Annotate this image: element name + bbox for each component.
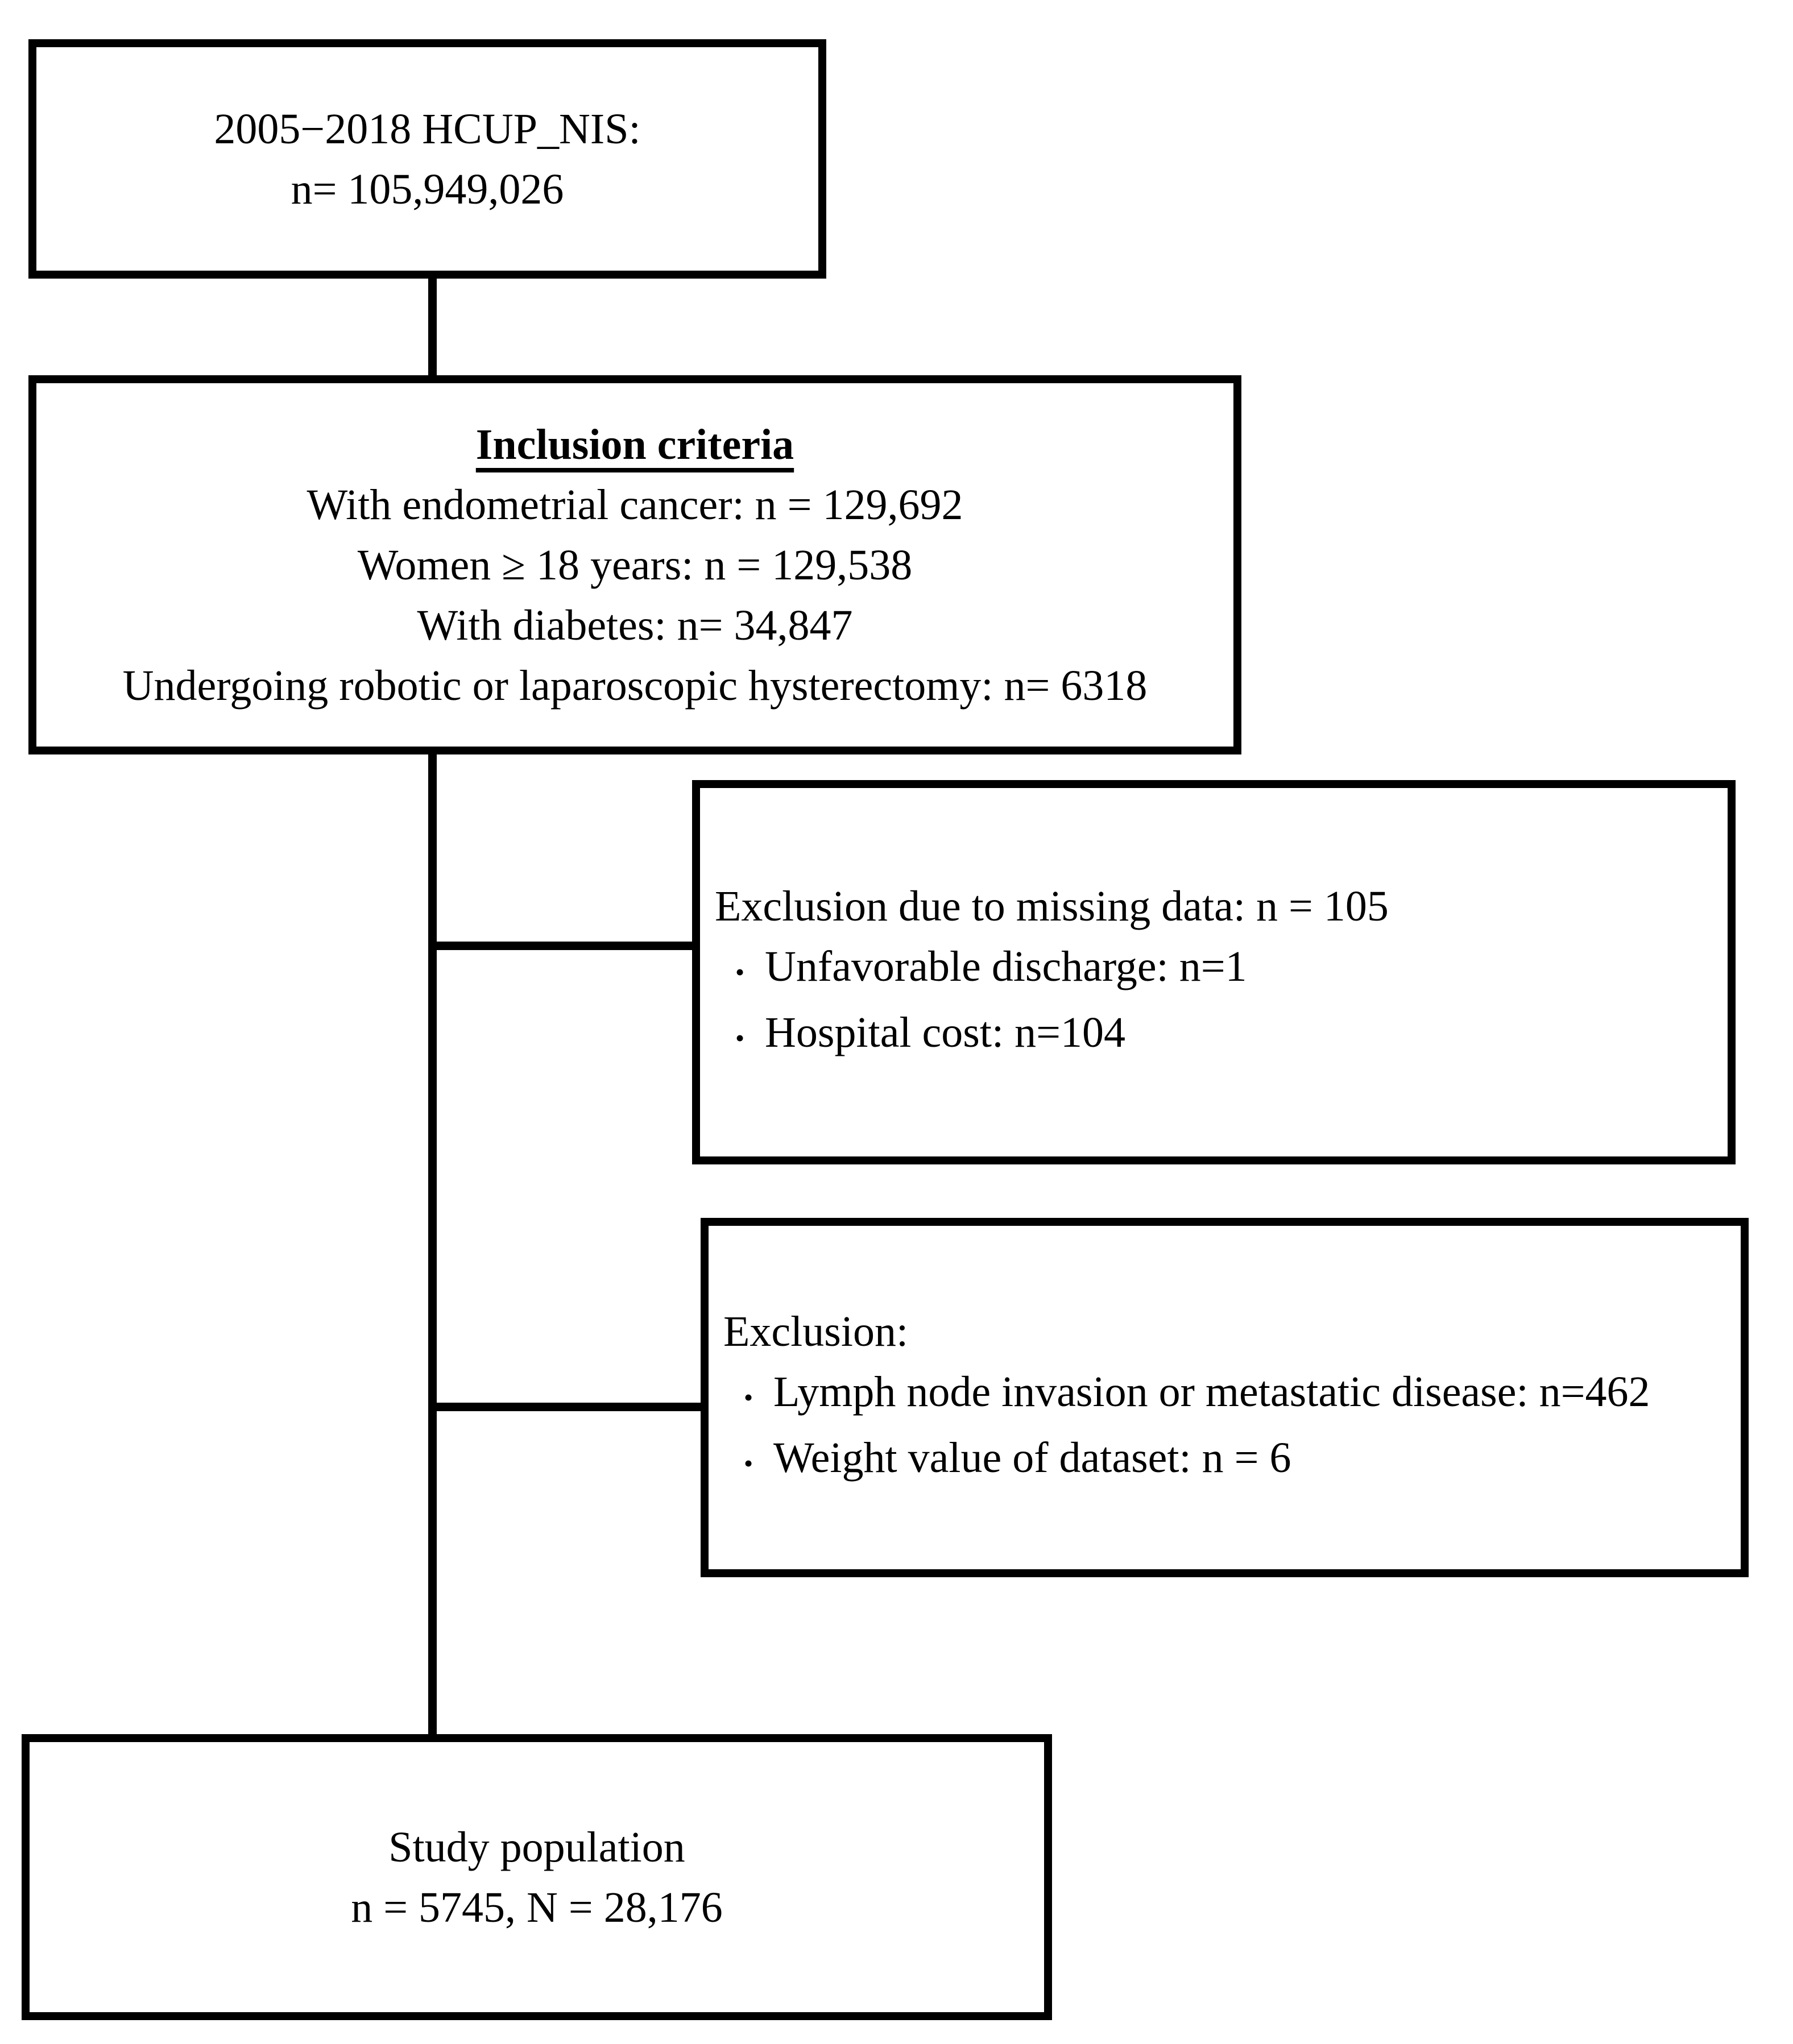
connector-source-to-inclusion bbox=[428, 276, 437, 380]
study-population-label: Study population bbox=[388, 1823, 685, 1871]
source-count-line: n= 105,949,026 bbox=[291, 165, 564, 213]
exclusion-other-item-weight-label: Weight value of dataset: n = 6 bbox=[773, 1434, 1291, 1482]
box-exclusion-missing-data: Exclusion due to missing data: n = 105 •… bbox=[692, 780, 1736, 1164]
study-population-counts: n = 5745, N = 28,176 bbox=[351, 1883, 723, 1931]
exclusion-missing-item-discharge-label: Unfavorable discharge: n=1 bbox=[765, 943, 1247, 990]
bullet-icon: • bbox=[735, 1023, 745, 1052]
box-inclusion-criteria: Inclusion criteria With endometrial canc… bbox=[28, 375, 1241, 754]
exclusion-other-header: Exclusion: bbox=[723, 1308, 909, 1355]
bullet-icon: • bbox=[743, 1383, 753, 1412]
exclusion-missing-item-cost-label: Hospital cost: n=104 bbox=[765, 1009, 1125, 1056]
connector-branch-exclusion-missing bbox=[432, 942, 697, 950]
inclusion-line-endometrial: With endometrial cancer: n = 129,692 bbox=[307, 480, 963, 529]
exclusion-missing-header: Exclusion due to missing data: n = 105 bbox=[715, 882, 1389, 930]
bullet-icon: • bbox=[735, 957, 745, 986]
inclusion-line-hysterectomy: Undergoing robotic or laparoscopic hyste… bbox=[122, 661, 1148, 710]
exclusion-other-item-lymph-label: Lymph node invasion or metastatic diseas… bbox=[773, 1368, 1650, 1416]
bullet-icon: • bbox=[743, 1449, 753, 1478]
inclusion-line-women: Women ≥ 18 years: n = 129,538 bbox=[357, 541, 913, 589]
inclusion-line-diabetes: With diabetes: n= 34,847 bbox=[417, 601, 853, 649]
exclusion-other-item-lymph: • Lymph node invasion or metastatic dise… bbox=[723, 1362, 1730, 1428]
connector-trunk bbox=[428, 751, 437, 1739]
exclusion-other-item-weight: • Weight value of dataset: n = 6 bbox=[723, 1428, 1730, 1494]
exclusion-missing-item-discharge: • Unfavorable discharge: n=1 bbox=[715, 936, 1717, 1002]
connector-branch-exclusion-other bbox=[432, 1403, 705, 1411]
box-source-dataset: 2005−2018 HCUP_NIS: n= 105,949,026 bbox=[28, 39, 826, 279]
box-exclusion-other: Exclusion: • Lymph node invasion or meta… bbox=[701, 1218, 1749, 1577]
inclusion-title: Inclusion criteria bbox=[475, 420, 794, 468]
source-dataset-line: 2005−2018 HCUP_NIS: bbox=[214, 105, 641, 153]
box-study-population: Study population n = 5745, N = 28,176 bbox=[22, 1734, 1052, 2020]
exclusion-missing-item-cost: • Hospital cost: n=104 bbox=[715, 1002, 1717, 1068]
